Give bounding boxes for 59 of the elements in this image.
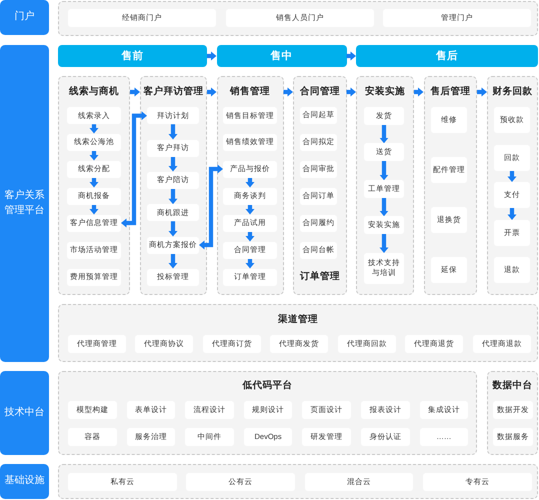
arrow [284, 88, 293, 96]
dashed-panel [293, 76, 346, 295]
arrow [508, 171, 516, 182]
dashed-panel [58, 304, 538, 362]
panel-heading: 售后管理 [430, 85, 470, 99]
arrow [246, 258, 254, 268]
arrow [380, 160, 388, 180]
layer-label: 客户关系管理平台 [0, 45, 49, 362]
panel-heading: 客户拜访管理 [144, 85, 204, 99]
arrow [246, 178, 254, 188]
arrow [207, 52, 216, 60]
stage-bar: 售后 [356, 45, 538, 67]
panel-heading: 低代码平台 [242, 379, 292, 393]
stage-bar: 售前 [58, 45, 207, 67]
double-arrow [199, 164, 223, 250]
arrow [90, 124, 98, 134]
panel-heading: 线索与商机 [69, 85, 119, 99]
dashed-panel [58, 76, 130, 295]
dashed-panel [58, 464, 538, 499]
arrow [168, 156, 178, 172]
dashed-panel [58, 0, 538, 36]
arrow [168, 221, 178, 236]
arrow [346, 88, 356, 96]
arrow [90, 204, 98, 214]
arrow [246, 204, 254, 214]
panel-heading: 安装实施 [365, 85, 405, 99]
stage-bar: 售中 [216, 45, 346, 67]
arrow [508, 208, 516, 220]
arrow [168, 254, 178, 268]
dashed-panel [487, 371, 538, 455]
panel-heading: 合同管理 [300, 85, 340, 99]
arrow [168, 188, 178, 204]
panel-heading: 财务回款 [492, 85, 532, 99]
dashed-panel [356, 76, 414, 295]
arrow [168, 124, 178, 140]
arrow [90, 178, 98, 188]
panel-heading: 数据中台 [492, 379, 532, 393]
double-arrow [121, 111, 147, 228]
layer-label: 基础设施 [0, 464, 49, 499]
panel-heading: 渠道管理 [278, 313, 318, 327]
panel-heading: 订单管理 [300, 270, 340, 284]
arrow [380, 198, 388, 216]
dashed-panel [140, 76, 207, 295]
arrow [414, 88, 424, 96]
arrow [346, 52, 356, 60]
arrow [207, 88, 216, 96]
dashed-panel [216, 76, 284, 295]
dashed-panel [58, 371, 477, 455]
panel-heading: 销售管理 [230, 85, 270, 99]
arrow [380, 234, 388, 253]
layer-label: 门户 [0, 0, 49, 35]
arrow [477, 88, 487, 96]
arrow [90, 150, 98, 160]
layer-label: 技术中台 [0, 371, 49, 455]
arrow [246, 232, 254, 242]
arrow [130, 88, 140, 96]
dashed-panel [487, 76, 538, 295]
arrow [380, 124, 388, 144]
dashed-panel [424, 76, 477, 295]
